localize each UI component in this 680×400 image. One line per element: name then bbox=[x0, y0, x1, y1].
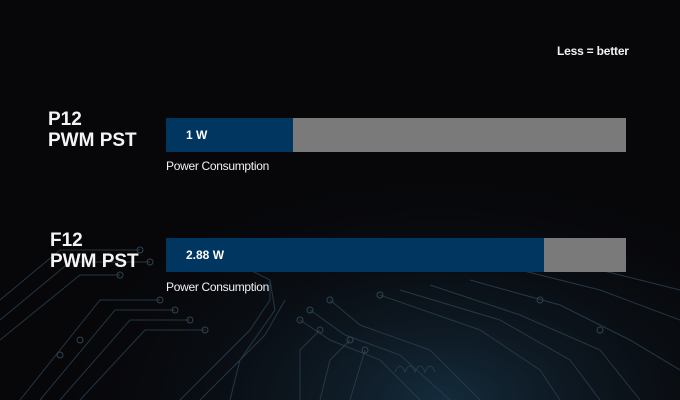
bar-caption-p12: Power Consumption bbox=[166, 159, 269, 173]
less-is-better-note: Less = better bbox=[557, 44, 629, 58]
product-name-line2: PWM PST bbox=[50, 251, 139, 272]
bar-value-f12: 2.88 W bbox=[186, 248, 225, 262]
product-name-line1: P12 bbox=[48, 109, 82, 130]
bar-value-p12: 1 W bbox=[186, 128, 208, 142]
bar-fill-p12 bbox=[166, 118, 293, 152]
bar-caption-f12: Power Consumption bbox=[166, 280, 269, 294]
product-label-p12: P12 PWM PST bbox=[48, 109, 137, 151]
product-name-line1: F12 bbox=[50, 230, 83, 251]
bar-track-f12: 2.88 W bbox=[166, 238, 626, 272]
bar-track-p12: 1 W bbox=[166, 118, 626, 152]
product-label-f12: F12 PWM PST bbox=[50, 230, 139, 272]
product-name-line2: PWM PST bbox=[48, 130, 137, 151]
bar-fill-f12 bbox=[166, 238, 544, 272]
